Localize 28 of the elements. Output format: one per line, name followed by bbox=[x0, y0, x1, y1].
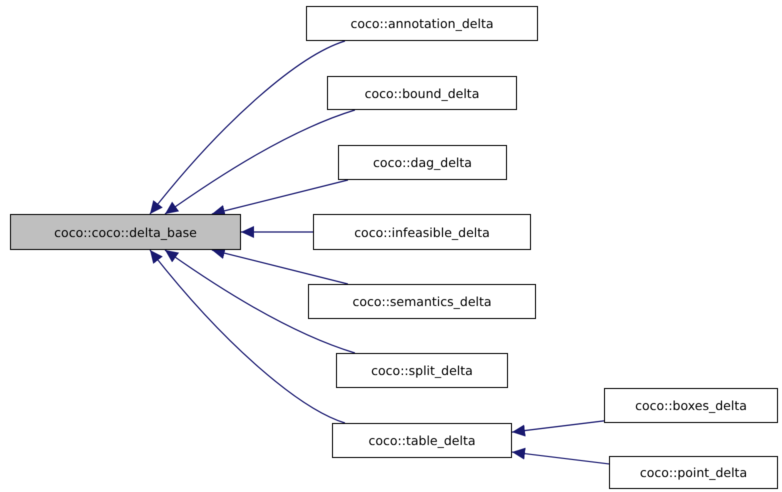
class-name: coco::dag_delta bbox=[373, 155, 472, 170]
inheritance-arrow bbox=[164, 109, 356, 214]
class-box bbox=[332, 423, 512, 458]
inheritance-arrow bbox=[164, 250, 356, 354]
class-box bbox=[609, 456, 778, 489]
class-name: coco::bound_delta bbox=[364, 86, 480, 100]
inheritance-arrow bbox=[150, 250, 346, 424]
class-name: coco::boxes_delta bbox=[635, 398, 747, 413]
inheritance-arrow bbox=[212, 179, 348, 217]
class-box bbox=[306, 6, 538, 41]
class-name: coco::split_delta bbox=[371, 363, 473, 378]
class-name: coco::annotation_delta bbox=[350, 16, 494, 31]
class-box bbox=[313, 214, 531, 250]
class-box bbox=[308, 284, 536, 319]
inheritance-arrow bbox=[241, 226, 313, 238]
inheritance-arrow bbox=[150, 40, 346, 214]
class-box bbox=[10, 214, 241, 250]
inheritance-arrow bbox=[512, 448, 610, 465]
class-name: coco::table_delta bbox=[368, 433, 476, 448]
class-box bbox=[338, 145, 507, 180]
inheritance-arrow bbox=[512, 420, 604, 436]
class-name: coco::point_delta bbox=[640, 465, 748, 480]
class-box bbox=[336, 353, 508, 388]
class-box bbox=[327, 76, 517, 110]
class-name: coco::semantics_delta bbox=[352, 294, 492, 309]
class-name: coco::coco::delta_base bbox=[54, 224, 197, 240]
class-name: coco::infeasible_delta bbox=[354, 224, 490, 240]
class-box bbox=[604, 388, 778, 423]
